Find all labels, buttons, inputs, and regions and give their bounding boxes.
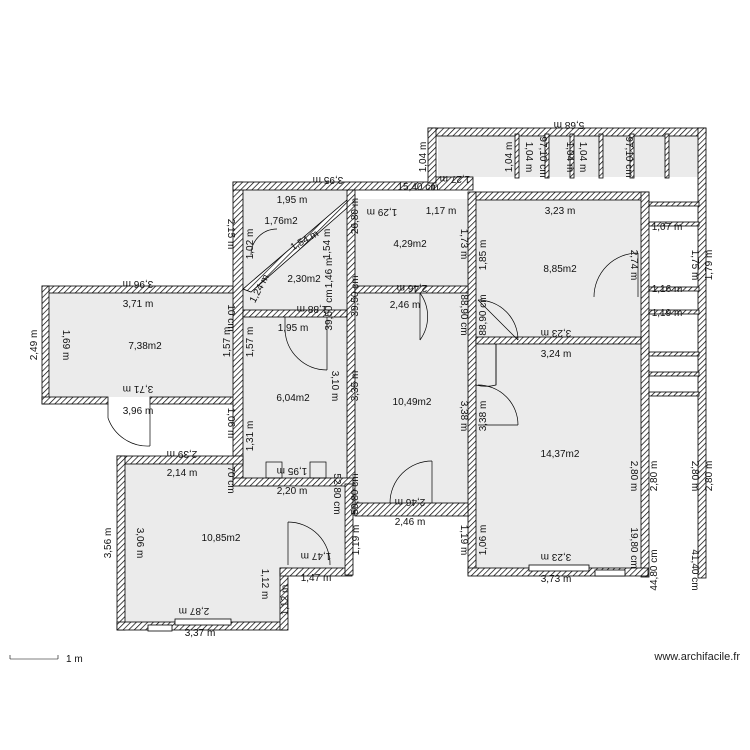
dim-label: 39,50 cm <box>324 289 335 330</box>
dim-label: 3,23 m <box>545 206 576 217</box>
dim-label: 3,37 m <box>185 628 216 639</box>
dim-label: 88,90 cm <box>458 294 469 335</box>
dim-label: 3,71 m <box>123 299 154 310</box>
dim-label: 1,12 m <box>259 569 270 600</box>
dim-label: 2,15 m <box>225 219 236 250</box>
dim-label: 70 cm <box>225 466 236 493</box>
dim-label: 2,20 m <box>277 486 308 497</box>
dim-label: 2,46 m <box>395 496 426 507</box>
dim-label: 1,29 m <box>367 206 398 217</box>
dim-label: 1,54 m <box>322 229 333 260</box>
dim-label: 2,39 m <box>167 448 198 459</box>
dim-label: 3,06 m <box>134 528 145 559</box>
windows <box>147 564 626 632</box>
dim-label: 3,24 m <box>541 349 572 360</box>
watermark: www.archifacile.fr <box>653 651 740 663</box>
dim-label: 2,46 m <box>395 517 426 528</box>
dim-label: 2,80 m <box>704 461 715 492</box>
dim-label: 1,88 m <box>297 303 328 314</box>
dim-label: 15,40 cm <box>397 182 438 193</box>
dim-label: 97,10 cm <box>623 136 634 177</box>
dim-label: 97,10 cm <box>537 136 548 177</box>
dim-label: 1,69 m <box>60 330 71 361</box>
dim-label: 3,38 m <box>478 401 489 432</box>
dim-label: 1,07 m <box>652 222 683 233</box>
dim-label: 3,23 m <box>541 327 572 338</box>
dim-label: 1,79 m <box>704 250 715 281</box>
dim-label: 39,50 cm <box>350 275 361 316</box>
dim-label: 1,04 m <box>564 142 575 173</box>
dim-label: 2,14 m <box>167 468 198 479</box>
dim-label: 5,68 m <box>554 119 585 130</box>
dim-label: 3,95 m <box>313 174 344 185</box>
room-area-living-left: 7,38m2 <box>128 341 162 352</box>
dim-label: 2,49 m <box>29 330 40 361</box>
room-area-1085: 10,85m2 <box>202 533 241 544</box>
dim-label: 1,12 m <box>280 585 291 616</box>
dim-label: 2,80 m <box>689 461 700 492</box>
room-areas: 7,38m2 1,76m2 2,30m2 4,29m2 8,85m2 6,04m… <box>128 216 580 544</box>
dim-label: 2,74 m <box>628 250 639 281</box>
room-area-1437: 14,37m2 <box>541 449 580 460</box>
dim-label: 3,38 m <box>458 401 469 432</box>
dim-label: 1,57 m <box>222 327 233 358</box>
dim-label: 1,16 m <box>652 284 683 295</box>
dim-label: 3,71 m <box>123 383 154 394</box>
dim-label: 50,80 cm <box>350 473 361 514</box>
dim-label: 2,46 m <box>390 300 421 311</box>
room-area-corridor: 2,30m2 <box>287 274 321 285</box>
dim-label: 1,19 m <box>351 525 362 556</box>
room-area-wc: 1,76m2 <box>264 216 298 227</box>
dim-label: 1,85 m <box>478 240 489 271</box>
dim-label: 1,19 m <box>458 525 469 556</box>
walls <box>41 127 707 631</box>
room-area-4: 4,29m2 <box>393 239 427 250</box>
dim-label: 1,04 m <box>418 142 429 173</box>
dim-label: 3,10 m <box>329 371 340 402</box>
dim-label: 3,35 m <box>350 371 361 402</box>
dim-label: 1,95 m <box>278 323 309 334</box>
dim-label: 1,95 m <box>277 465 308 476</box>
dim-label: 1,46 m <box>324 258 335 289</box>
doors <box>107 228 639 566</box>
dim-label: 1,04 m <box>523 142 534 173</box>
dim-label: 44,80 cm <box>649 549 660 590</box>
dim-label: 52,80 cm <box>331 473 342 514</box>
dim-label: 1,06 m <box>478 525 489 556</box>
dim-label: 88,90 cm <box>478 294 489 335</box>
dim-label: 2,87 m <box>179 605 210 616</box>
dim-label: 3,96 m <box>123 278 154 289</box>
dim-label: 2,80 m <box>649 461 660 492</box>
dim-label: 3,23 m <box>541 551 572 562</box>
dim-label: 1,47 m <box>301 550 332 561</box>
dim-label: 1,17 m <box>426 206 457 217</box>
dim-label: 1,75 m <box>689 250 700 281</box>
dim-label: 3,73 m <box>541 574 572 585</box>
scale-bar: 1 m <box>9 654 83 665</box>
dim-label: 1,19 m <box>652 308 683 319</box>
dim-label: 1,95 m <box>277 195 308 206</box>
dim-label: 3,56 m <box>103 528 114 559</box>
dim-label: 1,04 m <box>504 142 515 173</box>
dim-label: 41,40 cm <box>689 549 700 590</box>
dim-label: 2,80 m <box>628 461 639 492</box>
room-area-1049: 10,49m2 <box>393 397 432 408</box>
dim-label: 10 cm <box>225 304 236 331</box>
dim-label: 26,80 m <box>350 198 361 234</box>
dim-label: 1,02 m <box>245 229 256 260</box>
dim-label: 1,06 m <box>225 408 236 439</box>
room-area-885: 8,85m2 <box>543 264 577 275</box>
dim-label: 3,96 m <box>123 406 154 417</box>
scale-label: 1 m <box>66 654 83 665</box>
dim-label: 1,47 m <box>301 573 332 584</box>
dim-label: 1,73 m <box>458 229 469 260</box>
room-area-604: 6,04m2 <box>276 393 310 404</box>
dim-label: 1,04 m <box>577 142 588 173</box>
dim-label: 19,80 cm <box>628 527 639 568</box>
dim-label: 1,27 m <box>440 173 471 184</box>
dim-label: 1,31 m <box>245 421 256 452</box>
dim-label: 2,46 m <box>397 282 428 293</box>
dim-label: 1,57 m <box>245 327 256 358</box>
